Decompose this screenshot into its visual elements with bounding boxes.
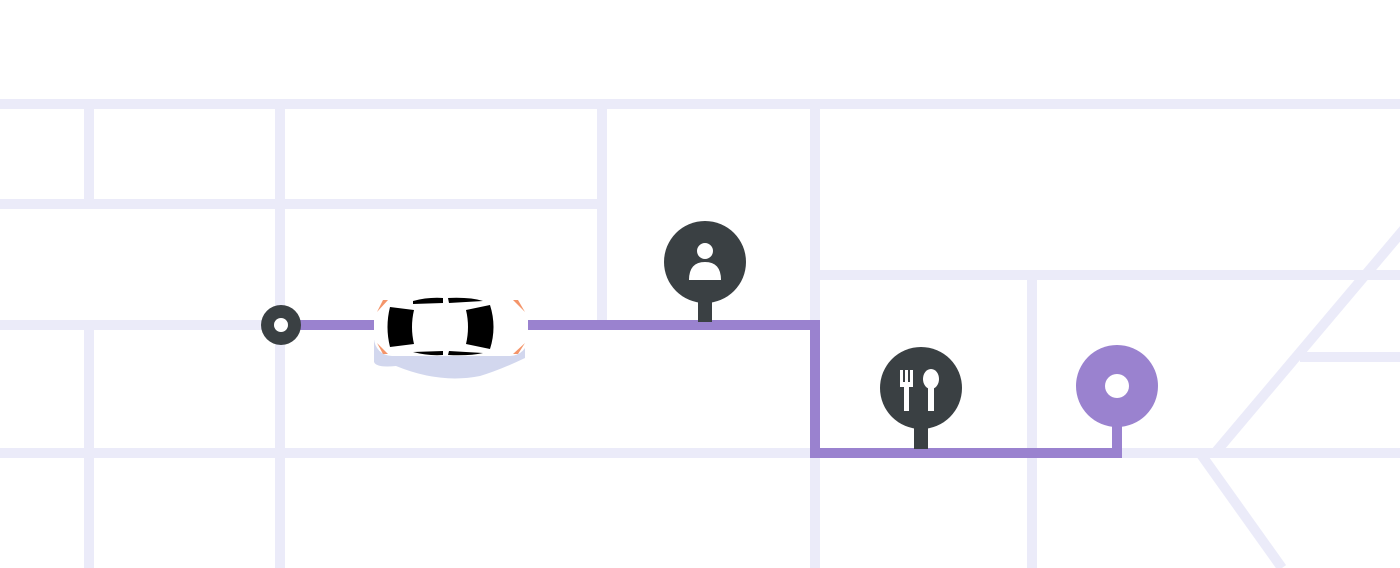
fork-spoon-icon — [900, 369, 939, 411]
roads — [0, 99, 1400, 568]
destination-marker[interactable] — [1076, 345, 1158, 427]
origin-marker[interactable] — [261, 305, 301, 345]
road — [1195, 450, 1287, 568]
person-icon — [689, 243, 721, 280]
route-line — [280, 320, 1122, 458]
car-icon — [374, 297, 528, 379]
pickup-marker[interactable] — [664, 221, 746, 322]
stop-marker[interactable] — [880, 347, 962, 449]
road — [1211, 226, 1400, 457]
